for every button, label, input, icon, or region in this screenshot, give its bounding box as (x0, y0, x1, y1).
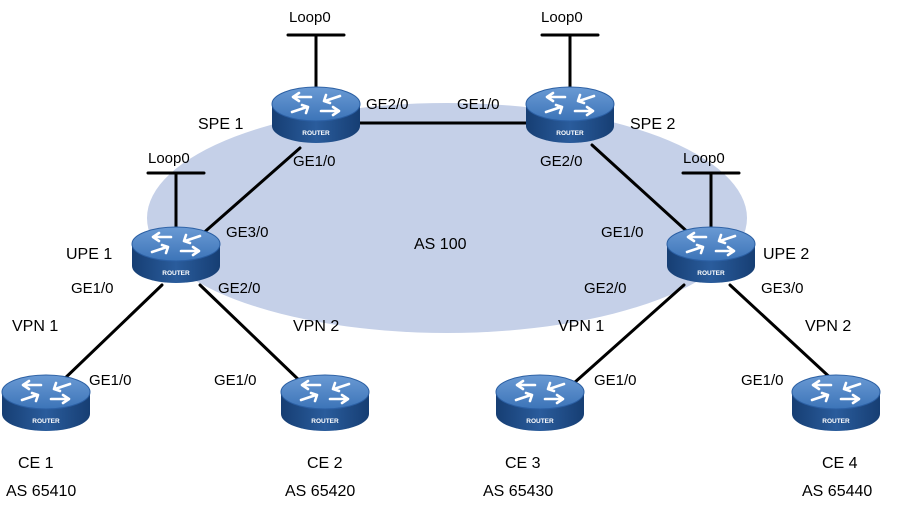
router-ce3-caption: ROUTER (526, 418, 554, 425)
as-label-ce1: AS 65410 (6, 483, 76, 500)
router-ce1-icon: ROUTER (1, 374, 91, 431)
if-spe2-ge2-0: GE2/0 (540, 153, 583, 170)
router-ce4-caption: ROUTER (822, 418, 850, 425)
if-upe1-ge1-0: GE1/0 (71, 280, 114, 297)
if-spe2-ge1-0: GE1/0 (457, 96, 500, 113)
router-upe2-icon: ROUTER (666, 226, 756, 283)
router-label-ce1: CE 1 (18, 455, 54, 472)
loopback-label-spe1: Loop0 (289, 9, 331, 26)
router-label-upe2: UPE 2 (763, 246, 809, 263)
router-label-upe1: UPE 1 (66, 246, 112, 263)
loopback-label-upe2: Loop0 (683, 150, 725, 167)
loopbacks (146, 33, 741, 230)
router-label-ce2: CE 2 (307, 455, 343, 472)
router-upe2-caption: ROUTER (697, 270, 725, 277)
router-upe1-icon: ROUTER (131, 226, 221, 283)
router-label-spe2: SPE 2 (630, 116, 675, 133)
link-spe1-upe1 (198, 146, 302, 238)
loopback-label-spe2: Loop0 (541, 9, 583, 26)
if-upe2-ge3-0: GE3/0 (761, 280, 804, 297)
link-upe2-ce4 (728, 283, 838, 385)
loopback-upe1 (146, 171, 206, 230)
if-ce2-ge1-0: GE1/0 (214, 372, 257, 389)
router-spe2-caption: ROUTER (556, 130, 584, 137)
if-ce1-ge1-0: GE1/0 (89, 372, 132, 389)
router-ce2-icon: ROUTER (280, 374, 370, 431)
router-spe1-caption: ROUTER (302, 130, 330, 137)
router-label-ce4: CE 4 (822, 455, 858, 472)
link-spe2-upe2 (590, 143, 694, 238)
vpn2-right-label: VPN 2 (805, 318, 851, 335)
router-ce2-caption: ROUTER (311, 418, 339, 425)
if-upe1-ge2-0: GE2/0 (218, 280, 261, 297)
router-label-ce3: CE 3 (505, 455, 541, 472)
if-ce4-ge1-0: GE1/0 (741, 372, 784, 389)
if-upe1-ge3-0: GE3/0 (226, 224, 269, 241)
if-upe2-ge1-0: GE1/0 (601, 224, 644, 241)
loopback-spe2 (540, 33, 600, 94)
links (58, 121, 838, 385)
link-upe1-ce2 (198, 283, 304, 385)
vpn1-right-label: VPN 1 (558, 318, 604, 335)
router-ce3-icon: ROUTER (495, 374, 585, 431)
if-upe2-ge2-0: GE2/0 (584, 280, 627, 297)
router-spe1-icon: ROUTER (271, 86, 361, 143)
router-ce1-caption: ROUTER (32, 418, 60, 425)
as-label-ce2: AS 65420 (285, 483, 355, 500)
if-spe1-ge1-0: GE1/0 (293, 153, 336, 170)
as-100-label: AS 100 (414, 236, 467, 253)
as-label-ce4: AS 65440 (802, 483, 872, 500)
loopback-spe1 (286, 33, 346, 94)
router-ce4-icon: ROUTER (791, 374, 881, 431)
router-label-spe1: SPE 1 (198, 116, 243, 133)
if-spe1-ge2-0: GE2/0 (366, 96, 409, 113)
router-spe2-icon: ROUTER (525, 86, 615, 143)
loopback-upe2 (681, 171, 741, 230)
link-upe1-ce1 (58, 283, 164, 385)
vpn1-left-label: VPN 1 (12, 318, 58, 335)
as-label-ce3: AS 65430 (483, 483, 553, 500)
link-upe2-ce3 (572, 283, 686, 385)
vpn2-left-label: VPN 2 (293, 318, 339, 335)
loopback-label-upe1: Loop0 (148, 150, 190, 167)
router-upe1-caption: ROUTER (162, 270, 190, 277)
if-ce3-ge1-0: GE1/0 (594, 372, 637, 389)
as-100-region (147, 103, 747, 333)
routers: ROUTER ROUTER ROUTER ROUTER ROUTER ROUTER ROUT… (1, 86, 881, 431)
